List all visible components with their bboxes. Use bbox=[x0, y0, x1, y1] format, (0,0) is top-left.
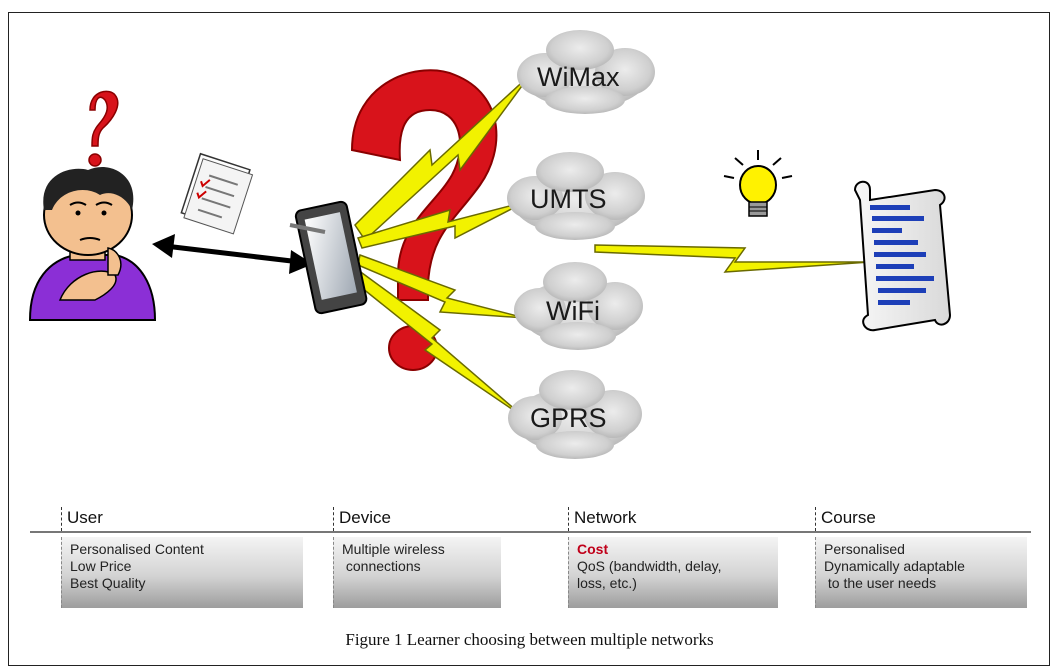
column-heading-device: Device bbox=[333, 507, 391, 531]
lightning-bolts bbox=[351, 74, 531, 419]
figure-caption: Figure 1 Learner choosing between multip… bbox=[345, 630, 714, 649]
column-box-network: Cost QoS (bandwidth, delay, loss, etc.) bbox=[568, 537, 778, 608]
user-line-1: Personalised Content bbox=[70, 541, 204, 557]
column-rule-user bbox=[30, 531, 322, 533]
device-line-2: connections bbox=[342, 558, 421, 574]
learner-person-icon bbox=[28, 166, 157, 321]
column-heading-course: Course bbox=[815, 507, 876, 531]
column-rule-network bbox=[538, 531, 783, 533]
network-label-wimax: WiMax bbox=[537, 62, 620, 92]
mobile-device-icon bbox=[289, 200, 368, 315]
network-line-2: QoS (bandwidth, delay, bbox=[577, 558, 722, 574]
cloud-gprs bbox=[508, 370, 642, 459]
device-line-1: Multiple wireless bbox=[342, 541, 445, 557]
network-line-cost: Cost bbox=[577, 541, 609, 557]
column-rule-course bbox=[783, 531, 1031, 533]
course-line-3: to the user needs bbox=[824, 575, 937, 591]
course-lightning-bolt bbox=[594, 244, 871, 273]
column-heading-user: User bbox=[61, 507, 103, 531]
column-box-course: Personalised Dynamically adaptable to th… bbox=[815, 537, 1027, 608]
interaction-double-arrow bbox=[152, 234, 313, 274]
course-line-2: Dynamically adaptable bbox=[824, 558, 965, 574]
course-line-1: Personalised bbox=[824, 541, 905, 557]
course-document-icon bbox=[853, 180, 952, 332]
user-line-2: Low Price bbox=[70, 558, 132, 574]
column-box-user: Personalised Content Low Price Best Qual… bbox=[61, 537, 303, 608]
user-question-mark-icon bbox=[88, 90, 119, 167]
cloud-wifi bbox=[514, 262, 643, 350]
column-heading-network: Network bbox=[568, 507, 636, 531]
column-box-device: Multiple wireless connections bbox=[333, 537, 501, 608]
checklist-icon bbox=[180, 152, 254, 235]
network-label-gprs: GPRS bbox=[530, 403, 607, 433]
column-rule-device bbox=[302, 531, 538, 533]
network-label-umts: UMTS bbox=[530, 184, 607, 214]
cloud-umts bbox=[507, 152, 645, 240]
cloud-wimax bbox=[517, 30, 655, 114]
user-line-3: Best Quality bbox=[70, 575, 146, 591]
light-bulb-icon bbox=[723, 150, 793, 217]
network-line-3: loss, etc.) bbox=[577, 575, 637, 591]
network-label-wifi: WiFi bbox=[546, 296, 600, 326]
